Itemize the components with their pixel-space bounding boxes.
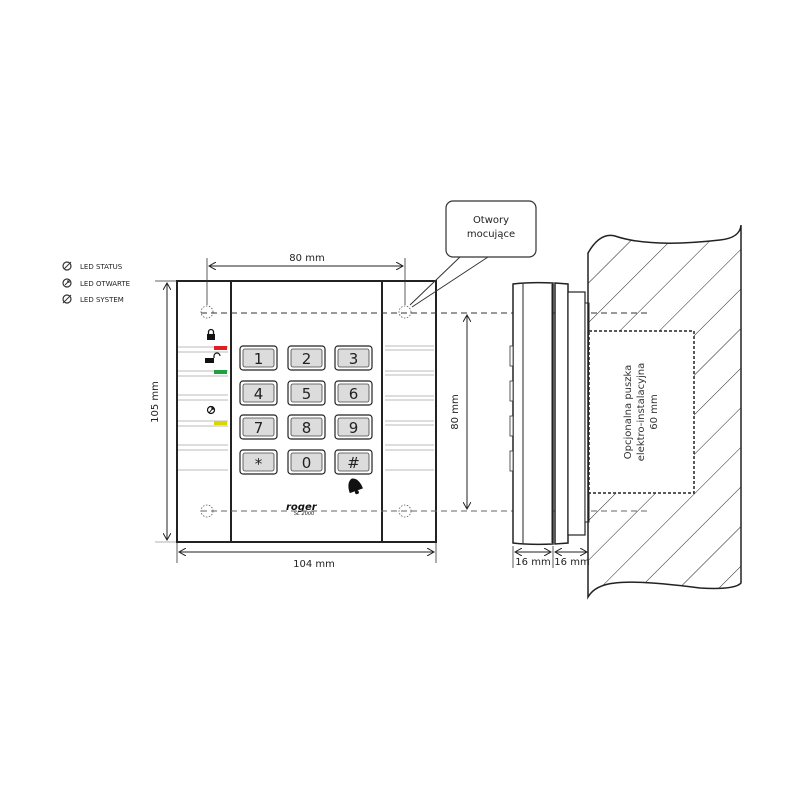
key-3-label: 3 bbox=[349, 350, 359, 368]
mounting-hole-tl bbox=[200, 305, 214, 319]
lock-open-icon bbox=[205, 352, 221, 363]
led-status-icon bbox=[62, 261, 72, 271]
key-5[interactable]: 5 bbox=[287, 380, 326, 406]
callout-line2: mocujące bbox=[467, 229, 515, 240]
key-hash-label: # bbox=[347, 454, 360, 472]
legend-label-system: LED SYSTEM bbox=[80, 296, 124, 304]
key-1[interactable]: 1 bbox=[239, 345, 278, 371]
side-notches bbox=[509, 345, 514, 472]
device-outline bbox=[176, 280, 437, 543]
dim-mount-height-label: 80 mm bbox=[450, 394, 461, 429]
svg-text:Opcjonalna puszka: Opcjonalna puszka bbox=[623, 365, 634, 459]
led-system bbox=[214, 421, 227, 425]
dim-width-label: 104 mm bbox=[293, 559, 335, 570]
brand-logo: roger bbox=[286, 502, 318, 513]
electrical-box-label: Opcjonalna puszka elektro-instalacyjna 6… bbox=[623, 363, 660, 462]
key-2[interactable]: 2 bbox=[287, 345, 326, 371]
dim-top-width-label: 80 mm bbox=[289, 253, 324, 264]
dim-depth-back-label: 16 mm bbox=[554, 557, 589, 568]
led-open bbox=[214, 370, 227, 374]
key-hash[interactable]: # bbox=[334, 449, 373, 475]
legend-item-status: LED STATUS bbox=[62, 261, 123, 271]
front-view: 1 2 3 4 5 bbox=[176, 280, 437, 543]
key-0[interactable]: 0 bbox=[287, 449, 326, 475]
key-4-label: 4 bbox=[254, 385, 264, 403]
callout-mounting-holes: Otwory mocujące bbox=[409, 200, 537, 308]
callout-line1: Otwory bbox=[473, 215, 509, 226]
dimension-total-width: 104 mm bbox=[176, 543, 437, 570]
electrical-box bbox=[588, 330, 695, 494]
key-5-label: 5 bbox=[302, 385, 312, 403]
dimension-mount-height: 80 mm bbox=[450, 315, 467, 509]
lock-closed-icon bbox=[207, 328, 215, 340]
dimension-top-width: 80 mm bbox=[206, 253, 406, 305]
led-status bbox=[214, 346, 227, 350]
key-9-label: 9 bbox=[349, 419, 359, 437]
mounting-hole-tr bbox=[398, 305, 412, 319]
key-0-label: 0 bbox=[302, 454, 312, 472]
key-star-label: * bbox=[255, 455, 263, 473]
key-1-label: 1 bbox=[254, 350, 264, 368]
key-4[interactable]: 4 bbox=[239, 380, 278, 406]
key-star[interactable]: * bbox=[239, 449, 278, 475]
key-7[interactable]: 7 bbox=[239, 414, 278, 440]
bell-icon bbox=[348, 478, 363, 495]
model-label: SL 2000 bbox=[294, 511, 314, 517]
key-8[interactable]: 8 bbox=[287, 414, 326, 440]
system-icon bbox=[206, 405, 216, 415]
right-bezel-stripes bbox=[385, 345, 434, 471]
led-open-icon bbox=[62, 278, 72, 288]
key-3[interactable]: 3 bbox=[334, 345, 373, 371]
led-indicators bbox=[205, 328, 227, 425]
dim-depth-front-label: 16 mm bbox=[515, 557, 550, 568]
svg-text:elektro-instalacyjna: elektro-instalacyjna bbox=[636, 363, 647, 462]
legend-label-status: LED STATUS bbox=[80, 263, 123, 271]
legend-label-open: LED OTWARTE bbox=[80, 280, 130, 288]
dimension-depth: 16 mm 16 mm bbox=[512, 546, 590, 568]
key-8-label: 8 bbox=[302, 419, 312, 437]
key-7-label: 7 bbox=[254, 419, 264, 437]
key-6[interactable]: 6 bbox=[334, 380, 373, 406]
side-view bbox=[509, 281, 590, 546]
led-system-icon bbox=[62, 294, 72, 304]
legend-item-system: LED SYSTEM bbox=[62, 294, 124, 304]
key-9[interactable]: 9 bbox=[334, 414, 373, 440]
key-6-label: 6 bbox=[349, 385, 359, 403]
legend-item-open: LED OTWARTE bbox=[62, 278, 130, 288]
key-2-label: 2 bbox=[302, 350, 312, 368]
svg-text:60 mm: 60 mm bbox=[649, 394, 660, 429]
dimension-total-height: 105 mm bbox=[150, 280, 176, 543]
dim-height-label: 105 mm bbox=[150, 381, 161, 423]
keypad: 1 2 3 4 5 bbox=[239, 345, 373, 475]
wall-section: Opcjonalna puszka elektro-instalacyjna 6… bbox=[587, 224, 742, 600]
legend: LED STATUS LED OTWARTE LED SYSTEM bbox=[62, 261, 130, 304]
